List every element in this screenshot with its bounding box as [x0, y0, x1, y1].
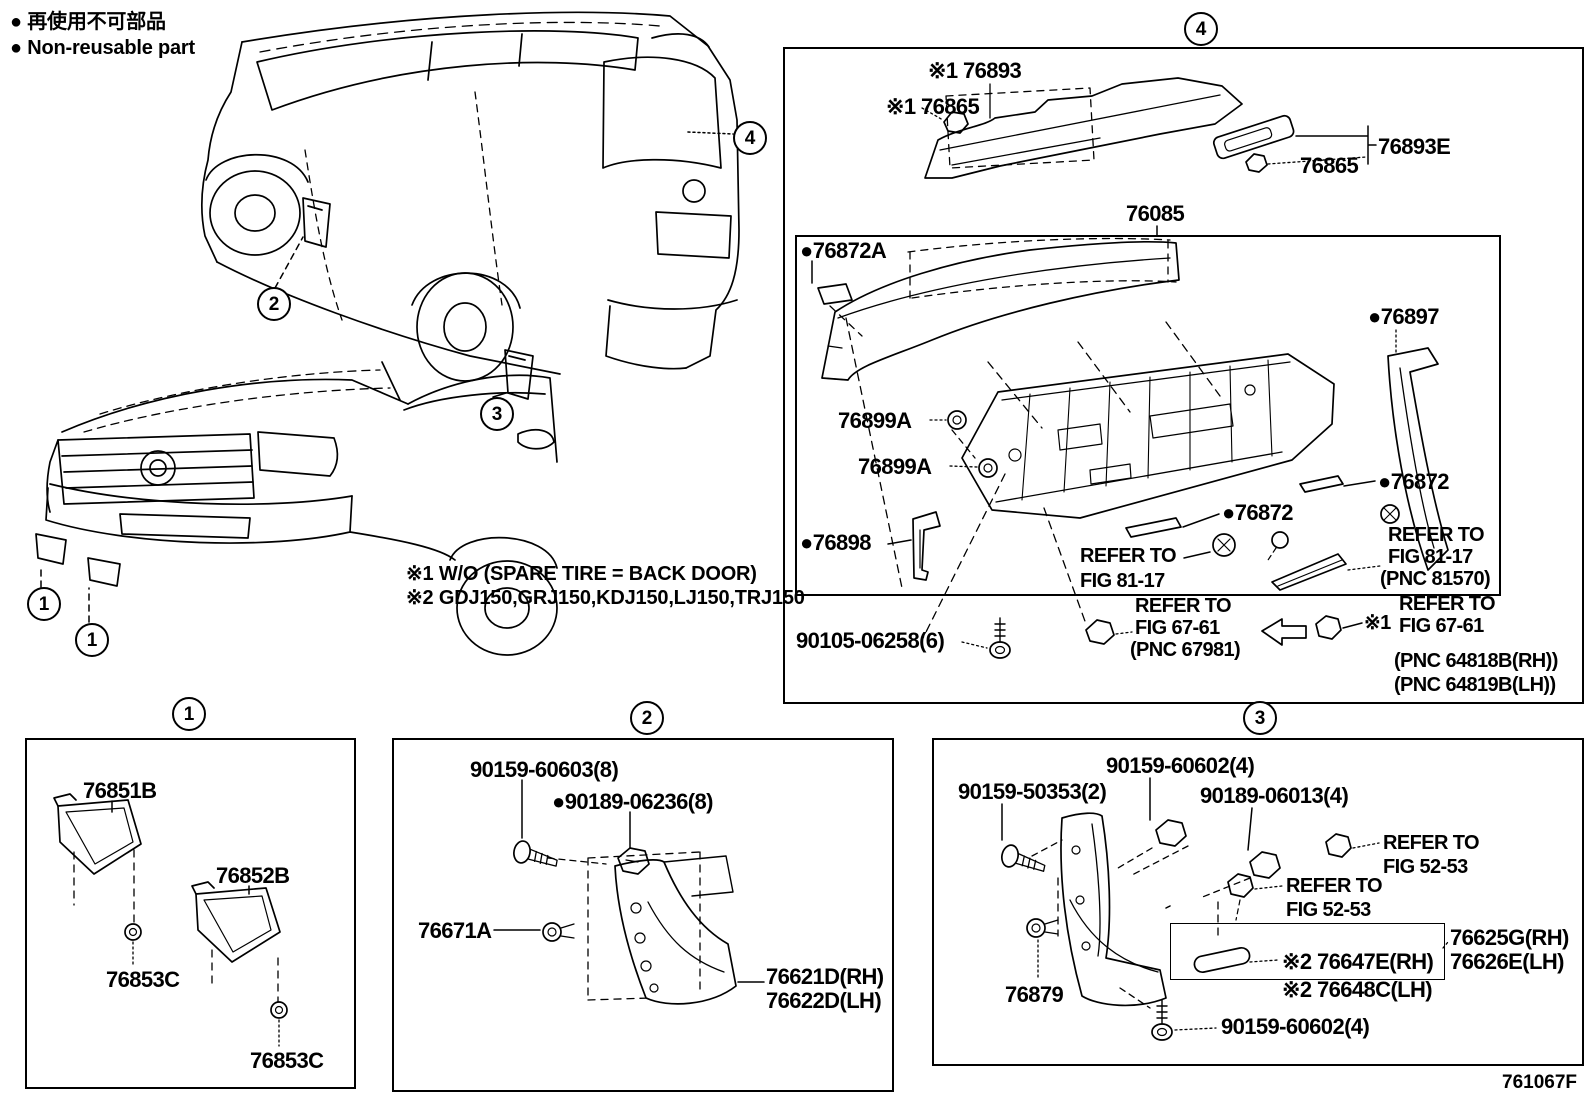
refer-52-53-right-line2: FIG 52-53 — [1383, 856, 1468, 878]
callout-leaders — [40, 131, 734, 623]
refer-67-61-right-line3: (PNC 64818B(RH)) — [1394, 650, 1558, 672]
refer-67-61-right-line2: FIG 67-61 — [1399, 615, 1484, 637]
box4-frame — [783, 47, 1584, 704]
rear-suv-drawing — [201, 11, 740, 400]
refer-67-61-right-line4: (PNC 64819B(LH)) — [1394, 674, 1556, 696]
part-label-76893: ※1 76893 — [928, 58, 1022, 83]
refer-81-17-left-line2: FIG 81-17 — [1080, 570, 1165, 592]
part-label-76648C: ※2 76648C(LH) — [1282, 977, 1433, 1002]
callout-1-front-left: 1 — [27, 587, 61, 621]
part-label-76899A-2: 76899A — [858, 454, 932, 479]
refer-81-17-right-line2: FIG 81-17 — [1388, 546, 1473, 568]
box4-art — [811, 77, 1449, 659]
part-label-90159-50353: 90159-50353(2) — [958, 779, 1107, 804]
part-label-76872A: ●76872A — [800, 238, 887, 263]
refer-52-53-mid-line1: REFER TO — [1286, 875, 1383, 897]
box2-frame — [392, 738, 894, 1092]
callout-2-side: 2 — [257, 287, 291, 321]
part-label-76851B: 76851B — [83, 778, 157, 803]
box3-label-bracket-frame — [1170, 923, 1445, 980]
legend-en: ● Non-reusable part — [10, 37, 195, 59]
refer-67-61-right-line1: REFER TO — [1399, 593, 1496, 615]
note-2: ※2 GDJ150,GRJ150,KDJ150,LJ150,TRJ150 — [406, 587, 805, 609]
part-label-76852B: 76852B — [216, 863, 290, 888]
box3-art — [1000, 777, 1449, 1041]
box1-art — [53, 793, 288, 1047]
front-car-drawing — [35, 361, 558, 656]
part-label-76853C-1: 76853C — [106, 967, 180, 992]
callout-3-digit: 3 — [491, 403, 503, 425]
callout-3-digit: 3 — [1254, 707, 1266, 729]
callout-1-digit: 1 — [38, 593, 50, 615]
box3-frame — [932, 738, 1584, 1066]
part-label-76865-right: 76865 — [1300, 153, 1359, 178]
callout-2-box-title: 2 — [630, 701, 664, 735]
refer-67-61-mid-line1: REFER TO — [1135, 595, 1232, 617]
box4-inner-frame — [795, 235, 1501, 596]
part-label-90189-06013: 90189-06013(4) — [1200, 783, 1349, 808]
refer-52-53-right-line1: REFER TO — [1383, 832, 1480, 854]
callout-1-box-title: 1 — [172, 697, 206, 731]
refer-81-17-right-line3: (PNC 81570) — [1380, 568, 1491, 590]
callout-1-front-right: 1 — [75, 623, 109, 657]
callout-1-digit: 1 — [86, 629, 98, 651]
box2-art — [493, 779, 765, 1005]
part-label-76647E: ※2 76647E(RH) — [1282, 949, 1434, 974]
part-label-76853C-2: 76853C — [250, 1048, 324, 1073]
callout-4-box-title: 4 — [1184, 12, 1218, 46]
part-label-76865-top: ※1 76865 — [886, 94, 980, 119]
part-label-76893E: 76893E — [1378, 134, 1451, 159]
callout-3-box-title: 3 — [1243, 701, 1277, 735]
part-label-76872-right: ●76872 — [1378, 469, 1449, 494]
legend-jp: ● 再使用不可部品 — [10, 11, 166, 33]
part-label-76879: 76879 — [1005, 982, 1064, 1007]
callout-4-digit: 4 — [1195, 18, 1207, 40]
refer-81-17-left-line1: REFER TO — [1080, 545, 1177, 567]
note-1: ※1 W/O (SPARE TIRE = BACK DOOR) — [406, 563, 757, 585]
part-label-90159-60602-top: 90159-60602(4) — [1106, 753, 1255, 778]
callout-3-side: 3 — [480, 397, 514, 431]
box1-frame — [25, 738, 356, 1089]
part-label-76898: ●76898 — [800, 530, 871, 555]
part-label-90159-60602-bottom: 90159-60602(4) — [1221, 1014, 1370, 1039]
figure-number: 761067F — [1502, 1072, 1578, 1093]
callout-4-digit: 4 — [744, 127, 756, 149]
part-label-90105: 90105-06258(6) — [796, 628, 945, 653]
callout-2-digit: 2 — [268, 293, 280, 315]
part-label-76897: ●76897 — [1368, 304, 1439, 329]
refer-67-61-mid-line3: (PNC 67981) — [1130, 639, 1241, 661]
callout-2-digit: 2 — [641, 707, 653, 729]
part-label-90189-06236: ●90189-06236(8) — [552, 789, 713, 814]
part-label-76621D: 76621D(RH) — [766, 964, 884, 989]
part-label-90159-60603: 90159-60603(8) — [470, 757, 619, 782]
callout-1-digit: 1 — [183, 703, 195, 725]
part-label-76622D: 76622D(LH) — [766, 988, 882, 1013]
refer-67-61-mid-line2: FIG 67-61 — [1135, 617, 1220, 639]
refer-52-53-mid-line2: FIG 52-53 — [1286, 899, 1371, 921]
callout-4-rear: 4 — [733, 121, 767, 155]
star1-mark: ※1 — [1364, 612, 1391, 634]
refer-81-17-right-line1: REFER TO — [1388, 524, 1485, 546]
part-label-76625G: 76625G(RH) — [1450, 925, 1569, 950]
part-label-76872-mid: ●76872 — [1222, 500, 1293, 525]
part-label-76671A: 76671A — [418, 918, 492, 943]
part-label-76085: 76085 — [1126, 201, 1185, 226]
left-arrow-icon — [1261, 618, 1307, 646]
part-label-76899A-1: 76899A — [838, 408, 912, 433]
part-label-76626E: 76626E(LH) — [1450, 949, 1564, 974]
